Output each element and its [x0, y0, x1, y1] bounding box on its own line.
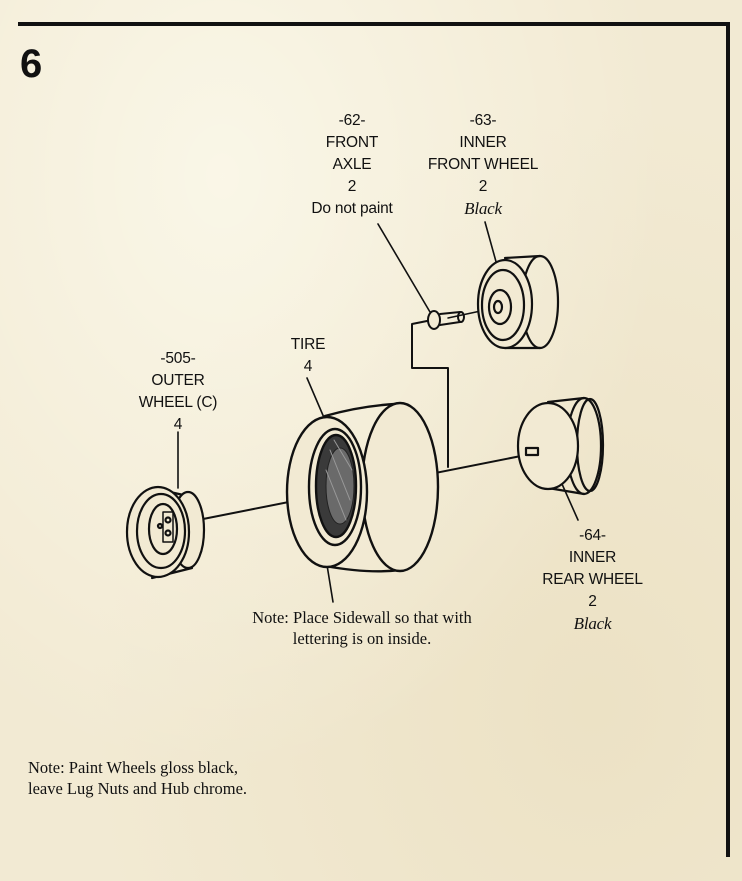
paint-note-line1: Note: Paint Wheels gloss black,	[28, 758, 239, 777]
frame-right-border	[726, 22, 730, 857]
inner-rear-wheel-part-number: -64-	[579, 527, 606, 544]
inner-front-wheel-finish: Black	[464, 199, 502, 218]
frame-top-border	[18, 22, 730, 26]
front-axle-name-line2: AXLE	[332, 156, 372, 173]
front-axle-quantity: 2	[347, 178, 357, 195]
outer-wheel-drawing	[125, 485, 206, 580]
front-axle-name-line1: FRONT	[325, 134, 379, 151]
inner-rear-wheel-name-line1: INNER	[568, 549, 617, 566]
sidewall-note: Note: Place Sidewall so that with letter…	[232, 607, 492, 649]
inner-front-wheel-drawing	[476, 254, 560, 350]
connector-line	[411, 319, 449, 468]
inner-rear-wheel-drawing	[516, 396, 605, 496]
inner-front-wheel-quantity: 2	[478, 178, 488, 195]
inner-front-wheel-name-line2: FRONT WHEEL	[427, 156, 539, 173]
outer-wheel-part-number: -505-	[160, 350, 196, 367]
inner-rear-wheel-finish: Black	[573, 614, 612, 633]
front-axle-finish: Do not paint	[311, 200, 393, 217]
paint-note-line2: leave Lug Nuts and Hub chrome.	[28, 779, 248, 798]
sidewall-note-line1: Note: Place Sidewall so that with	[252, 608, 472, 627]
leader-front-axle	[377, 223, 431, 313]
leader-sidewall-note	[326, 564, 334, 603]
inner-rear-wheel-quantity: 2	[588, 593, 597, 610]
label-front-axle: -62- FRONT AXLE 2 Do not paint	[297, 110, 407, 220]
label-outer-wheel: -505- OUTER WHEEL (C) 4	[128, 348, 228, 436]
outer-wheel-name-line1: OUTER	[151, 372, 205, 389]
inner-front-wheel-name-line1: INNER	[459, 134, 507, 151]
front-axle-part-number: -62-	[338, 112, 366, 129]
label-inner-front-wheel: -63- INNER FRONT WHEEL 2 Black	[418, 110, 548, 220]
step-number: 6	[20, 42, 43, 86]
tire-quantity: 4	[303, 358, 313, 375]
paint-note: Note: Paint Wheels gloss black, leave Lu…	[28, 757, 328, 799]
label-inner-rear-wheel: -64- INNER REAR WHEEL 2 Black	[535, 525, 650, 635]
tire-drawing	[285, 401, 440, 573]
tire-name: TIRE	[290, 336, 326, 353]
front-axle-pin-drawing	[427, 310, 465, 330]
sidewall-note-line2: lettering is on inside.	[292, 629, 432, 648]
outer-wheel-quantity: 4	[173, 416, 183, 433]
label-tire: TIRE 4	[280, 334, 336, 378]
leader-tire	[306, 377, 326, 421]
inner-front-wheel-part-number: -63-	[469, 112, 497, 129]
outer-wheel-name-line2: WHEEL (C)	[138, 394, 218, 411]
inner-rear-wheel-name-line2: REAR WHEEL	[542, 571, 643, 588]
